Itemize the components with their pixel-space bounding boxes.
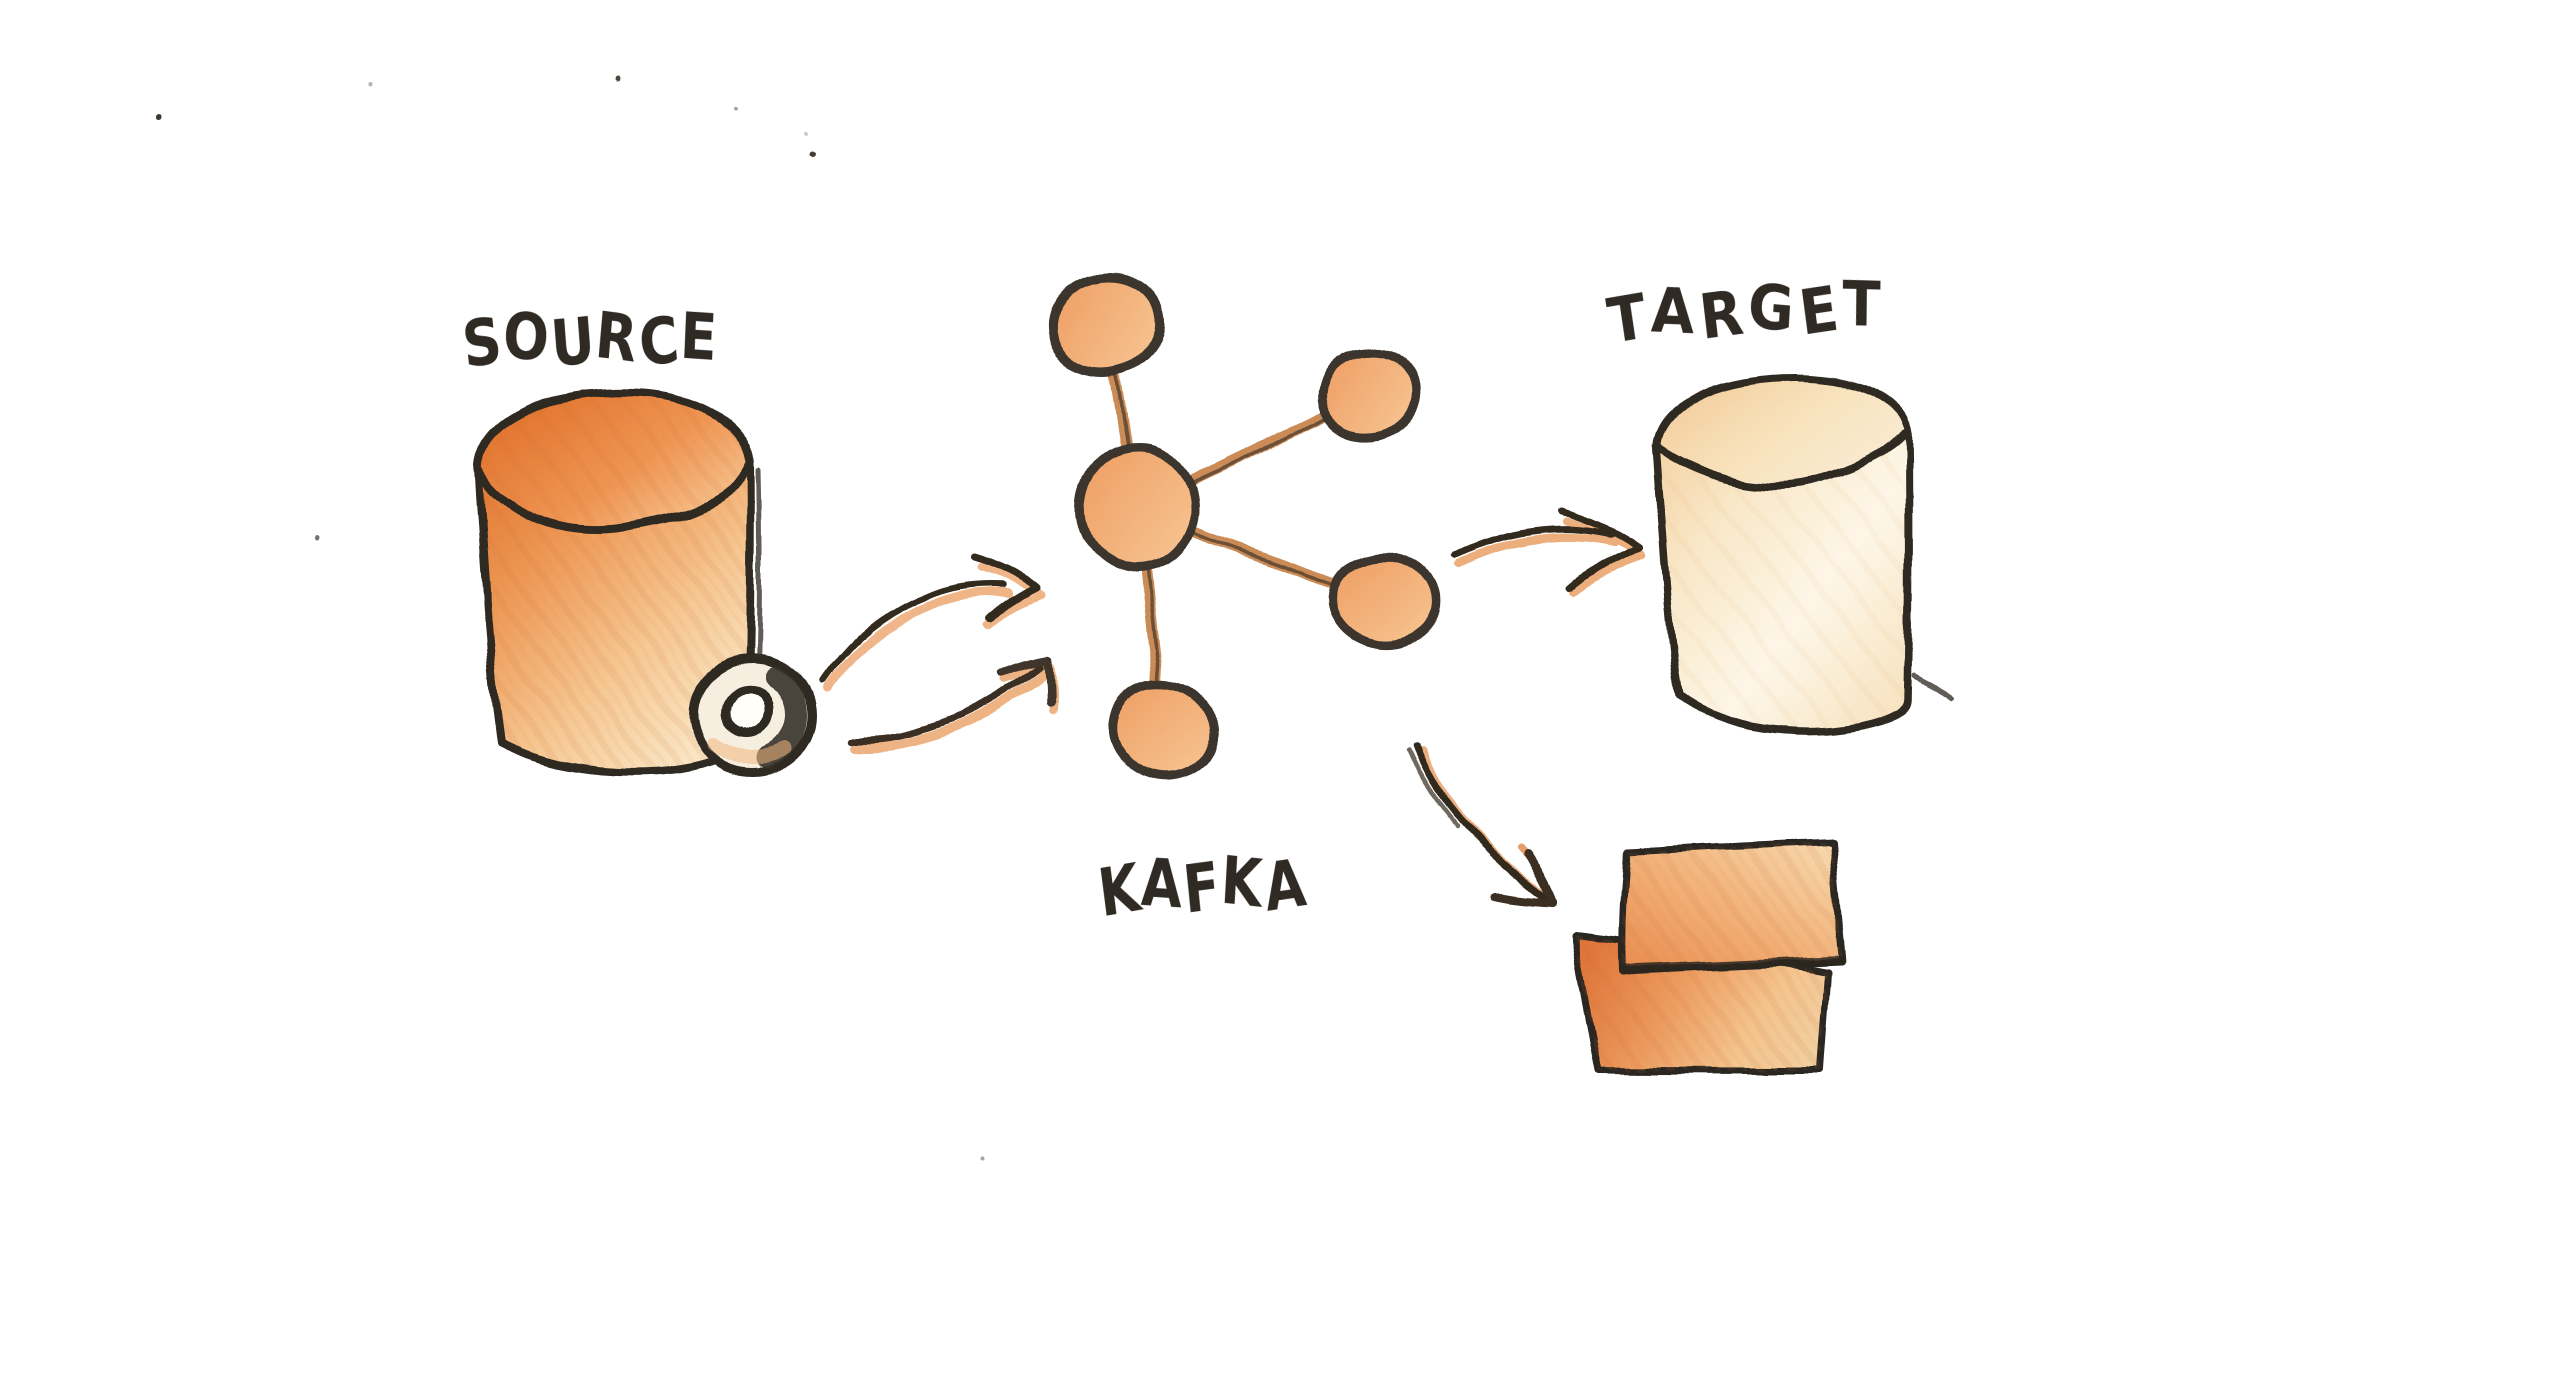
source-cylinder-top-hatch — [478, 391, 752, 530]
message-stack — [1569, 838, 1845, 1075]
target-cylinder-rim — [1652, 373, 1912, 489]
target-cylinder — [1652, 373, 1955, 735]
kafka-node-top — [1047, 272, 1165, 376]
arrow-kafka-to-files — [1406, 740, 1557, 906]
source-cylinder-outline — [474, 458, 757, 776]
arrow-kafka-to-target — [1453, 507, 1645, 596]
arrow-source-to-kafka-lower — [849, 654, 1057, 752]
kafka-node-center — [1075, 442, 1199, 574]
target-label: TARGET — [1602, 266, 1887, 359]
target-cylinder-hatch — [1656, 431, 1909, 732]
target-cylinder-top — [1656, 377, 1908, 485]
source-cylinder-hatch — [478, 462, 753, 772]
target-cylinder-outline — [1652, 427, 1913, 735]
arrow-source-to-kafka-upper — [818, 551, 1045, 694]
kafka-node-bottom — [1107, 681, 1219, 781]
message-rect-top-hatch — [1622, 842, 1841, 971]
source-cylinder — [473, 387, 764, 776]
wheel-hub-hole — [720, 685, 774, 738]
target-cylinder-tick — [1911, 673, 1955, 701]
source-label: SOURCE — [459, 298, 720, 384]
wheel-peach-tint — [707, 737, 793, 763]
kafka-node-right-mid — [1328, 551, 1442, 651]
kafka-node-right-top — [1317, 347, 1421, 441]
source-cylinder-rim — [473, 387, 757, 535]
kafka-cluster — [1047, 272, 1442, 781]
kafka-label: KAFKA — [1094, 841, 1311, 933]
paper-specks — [155, 74, 984, 1164]
source-wheel-icon — [689, 654, 817, 776]
message-rect-top-bottom-edge — [1621, 955, 1844, 973]
